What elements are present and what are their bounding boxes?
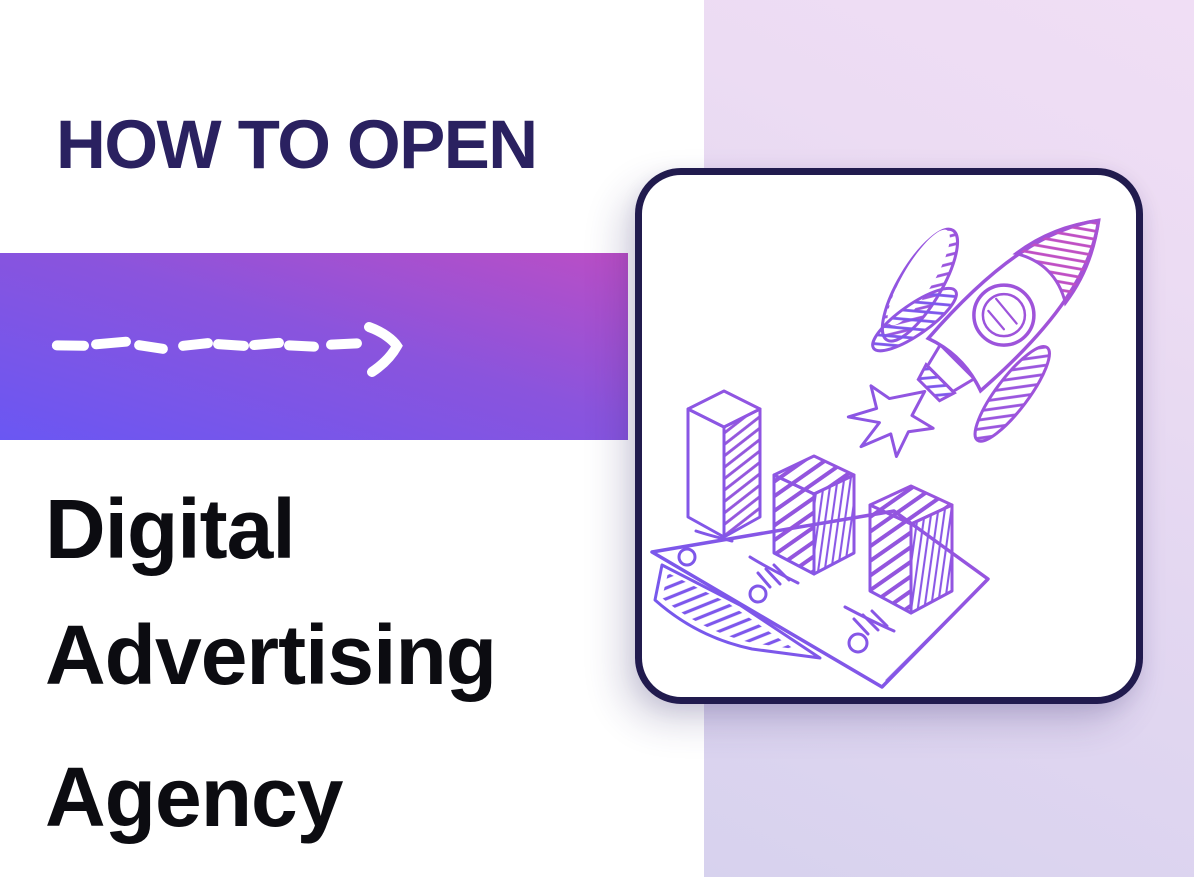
rocket-icon bbox=[846, 218, 1101, 459]
title-line-1: Digital bbox=[45, 482, 296, 576]
kicker-heading: HOW TO OPEN bbox=[56, 106, 538, 184]
title-line-3: Agency bbox=[45, 750, 343, 844]
rocket-launch-illustration bbox=[650, 218, 1101, 689]
gradient-band bbox=[0, 253, 628, 440]
title-line-2: Advertising bbox=[45, 608, 497, 702]
bar-chart-doodle bbox=[650, 389, 990, 689]
illustration-card bbox=[635, 168, 1143, 704]
dashed-arrow-icon bbox=[51, 322, 403, 377]
